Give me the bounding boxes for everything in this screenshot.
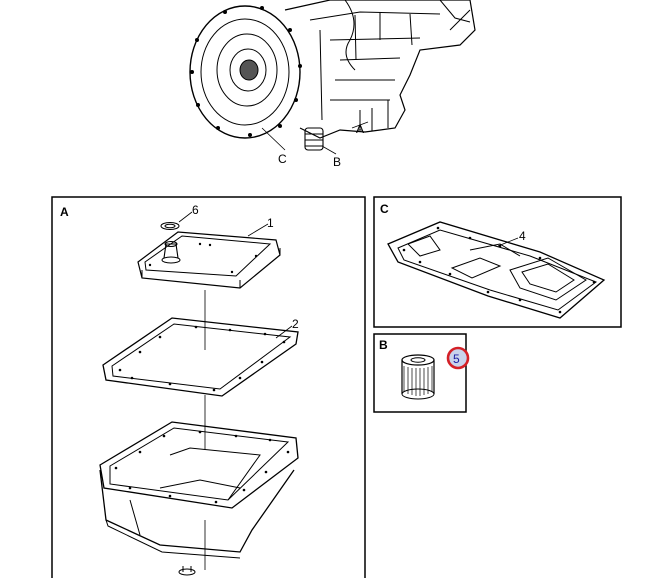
panel-c-label: C: [380, 202, 389, 216]
pan-gasket: [102, 317, 299, 397]
callout-5-highlight: [446, 346, 470, 370]
panel-a-frame: [51, 196, 366, 578]
callout-b-overview: B: [333, 155, 341, 169]
transmission-filter: [137, 231, 281, 289]
callout-4: 4: [519, 229, 526, 243]
panel-c-frame: [373, 196, 622, 328]
transmission-overview: [189, 0, 476, 155]
callout-a-overview: A: [356, 122, 364, 136]
panel-a: A 6 1: [51, 196, 366, 578]
transmission-pan: [99, 421, 299, 559]
panel-b-frame: [373, 333, 467, 413]
callout-c-overview: C: [278, 152, 287, 166]
callout-1: 1: [267, 216, 274, 230]
callout-6: 6: [192, 203, 199, 217]
panel-b-label: B: [379, 338, 388, 352]
filter-seal: [160, 211, 193, 230]
valve-body-gasket: [387, 221, 606, 319]
drain-plug: [178, 566, 196, 576]
panel-c: C 4: [373, 196, 622, 328]
panel-a-label: A: [60, 205, 69, 219]
callout-5: 5: [453, 352, 460, 366]
panel-b: B 5: [373, 333, 470, 413]
callout-2: 2: [292, 317, 299, 331]
oil-filter: [401, 354, 435, 400]
